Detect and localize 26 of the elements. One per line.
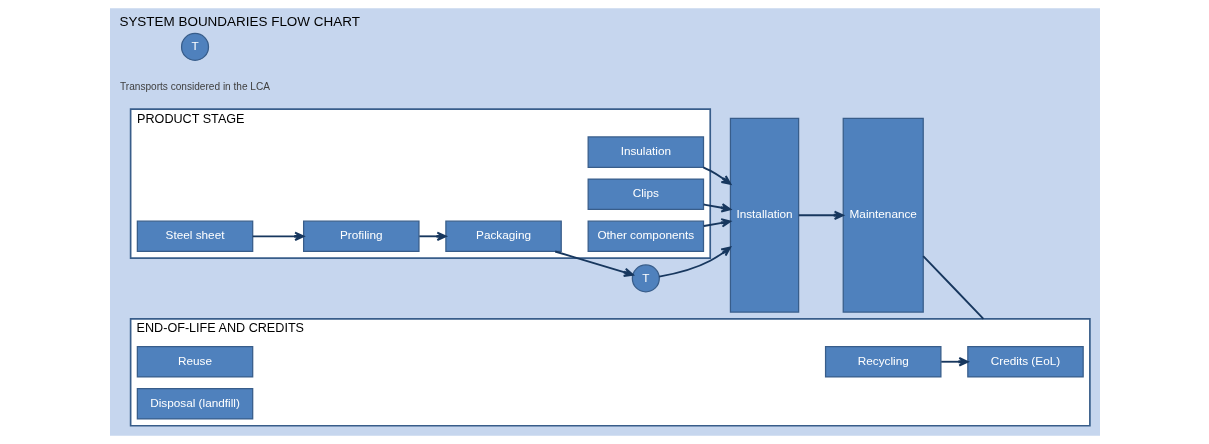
node-box: Installation [729, 117, 799, 313]
node-box: Recycling [824, 345, 941, 378]
node-box: Packaging [444, 220, 562, 253]
node-box: Disposal (landfill) [136, 388, 253, 420]
arrow [797, 210, 844, 220]
node-box: Clips [587, 178, 704, 210]
arrow [553, 250, 634, 277]
node-circle: T [631, 264, 660, 293]
arrow [702, 203, 731, 213]
node-box: Other components [587, 220, 704, 253]
node-box: Maintenance [842, 117, 924, 313]
arrow [702, 218, 731, 228]
node-box: Credits (EoL) [966, 345, 1084, 378]
node-box: Profiling [302, 220, 420, 253]
arrow [251, 231, 304, 242]
node-box: Reuse [136, 345, 253, 378]
arrow [939, 357, 969, 367]
node-box: Insulation [587, 136, 704, 168]
node-label: Transports considered in the LCA [119, 80, 270, 92]
diagram-title: SYSTEM BOUNDARIES FLOW CHART [118, 13, 360, 29]
arrow [417, 231, 447, 242]
node-circle: T [180, 32, 209, 61]
arrow [701, 166, 731, 185]
node-box: Steel sheet [136, 220, 253, 253]
arrow [657, 246, 731, 278]
connector [921, 255, 984, 320]
